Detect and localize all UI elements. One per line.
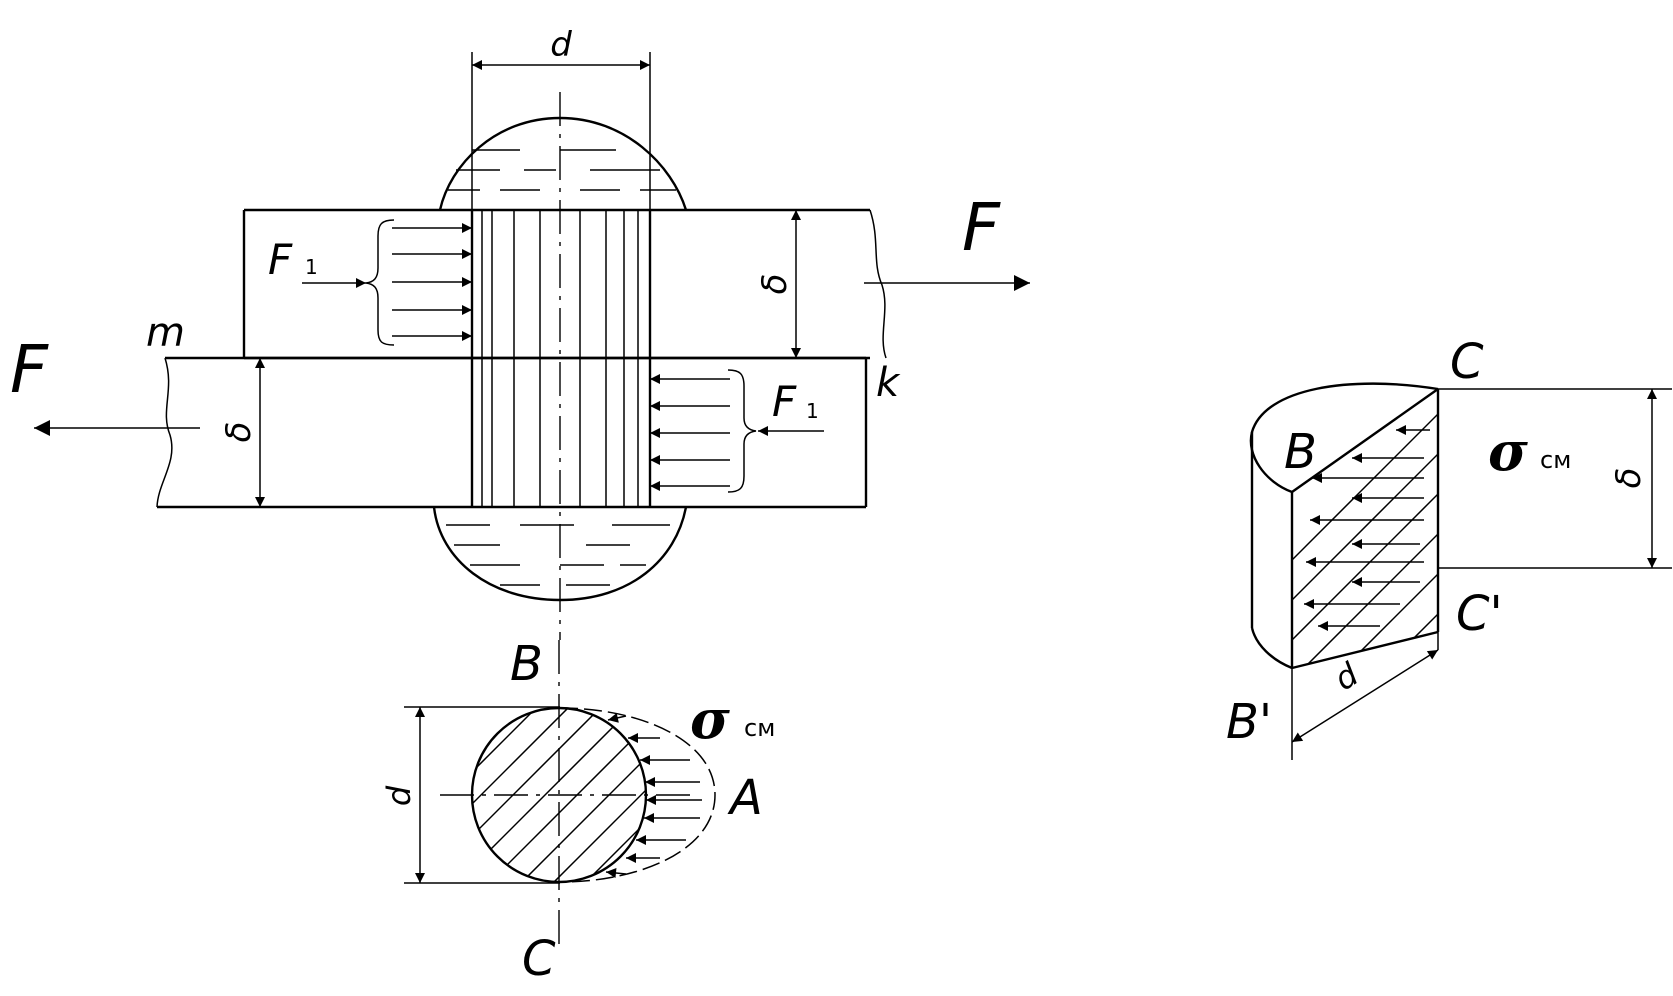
label-B-3d: B [1284, 424, 1317, 480]
dimension-delta-upper: δ [755, 210, 801, 358]
label-B-prime-3d: B' [1226, 694, 1272, 750]
force-F-right: F [864, 189, 1030, 291]
cross-section-view: B C A d [380, 636, 775, 987]
force-distribution-upper: F 1 [268, 219, 472, 346]
label-B-section: B [510, 636, 543, 692]
label-F1-top: F [268, 235, 293, 284]
label-sigma-3d: σ [1488, 419, 1528, 483]
label-sigma-section: σ [690, 687, 730, 751]
label-d-3d: d [1327, 655, 1365, 698]
label-F1-right-sub: 1 [806, 399, 819, 423]
label-sigma-section-sub: см [744, 714, 775, 742]
rivet-head-top [438, 116, 688, 211]
force-distribution-lower: F 1 [650, 369, 824, 493]
label-delta-3d: δ [1609, 468, 1649, 489]
half-cylinder-view: δ d C C' B B' σ см [1226, 334, 1672, 760]
label-m: m [146, 310, 185, 356]
label-F1-right: F [772, 377, 797, 426]
rivet-shank [470, 210, 652, 507]
label-C-section: C [522, 931, 556, 987]
dimension-d-top: d [471, 25, 651, 210]
stress-arrows-section [605, 712, 702, 878]
label-d-section: d [380, 785, 418, 806]
force-F-left: F [10, 331, 200, 436]
label-C-3d: C [1450, 334, 1484, 390]
dimension-delta-lower: δ [219, 358, 265, 507]
lower-plate [156, 356, 868, 509]
main-view: d F 1 F 1 F [10, 25, 1030, 640]
label-F1-top-sub: 1 [305, 255, 318, 279]
label-k: k [876, 360, 901, 406]
label-A-section: A [727, 770, 763, 826]
label-sigma-3d-sub: см [1540, 446, 1571, 474]
stress-arrows-3d [1304, 425, 1430, 631]
stress-distribution-curve [559, 707, 716, 883]
label-C-prime-3d: C' [1456, 586, 1503, 642]
label-F-right: F [962, 189, 1001, 266]
label-delta-upper: δ [755, 274, 795, 295]
label-delta-lower: δ [219, 422, 259, 443]
label-d-top: d [550, 25, 572, 65]
label-F-left: F [10, 331, 49, 408]
